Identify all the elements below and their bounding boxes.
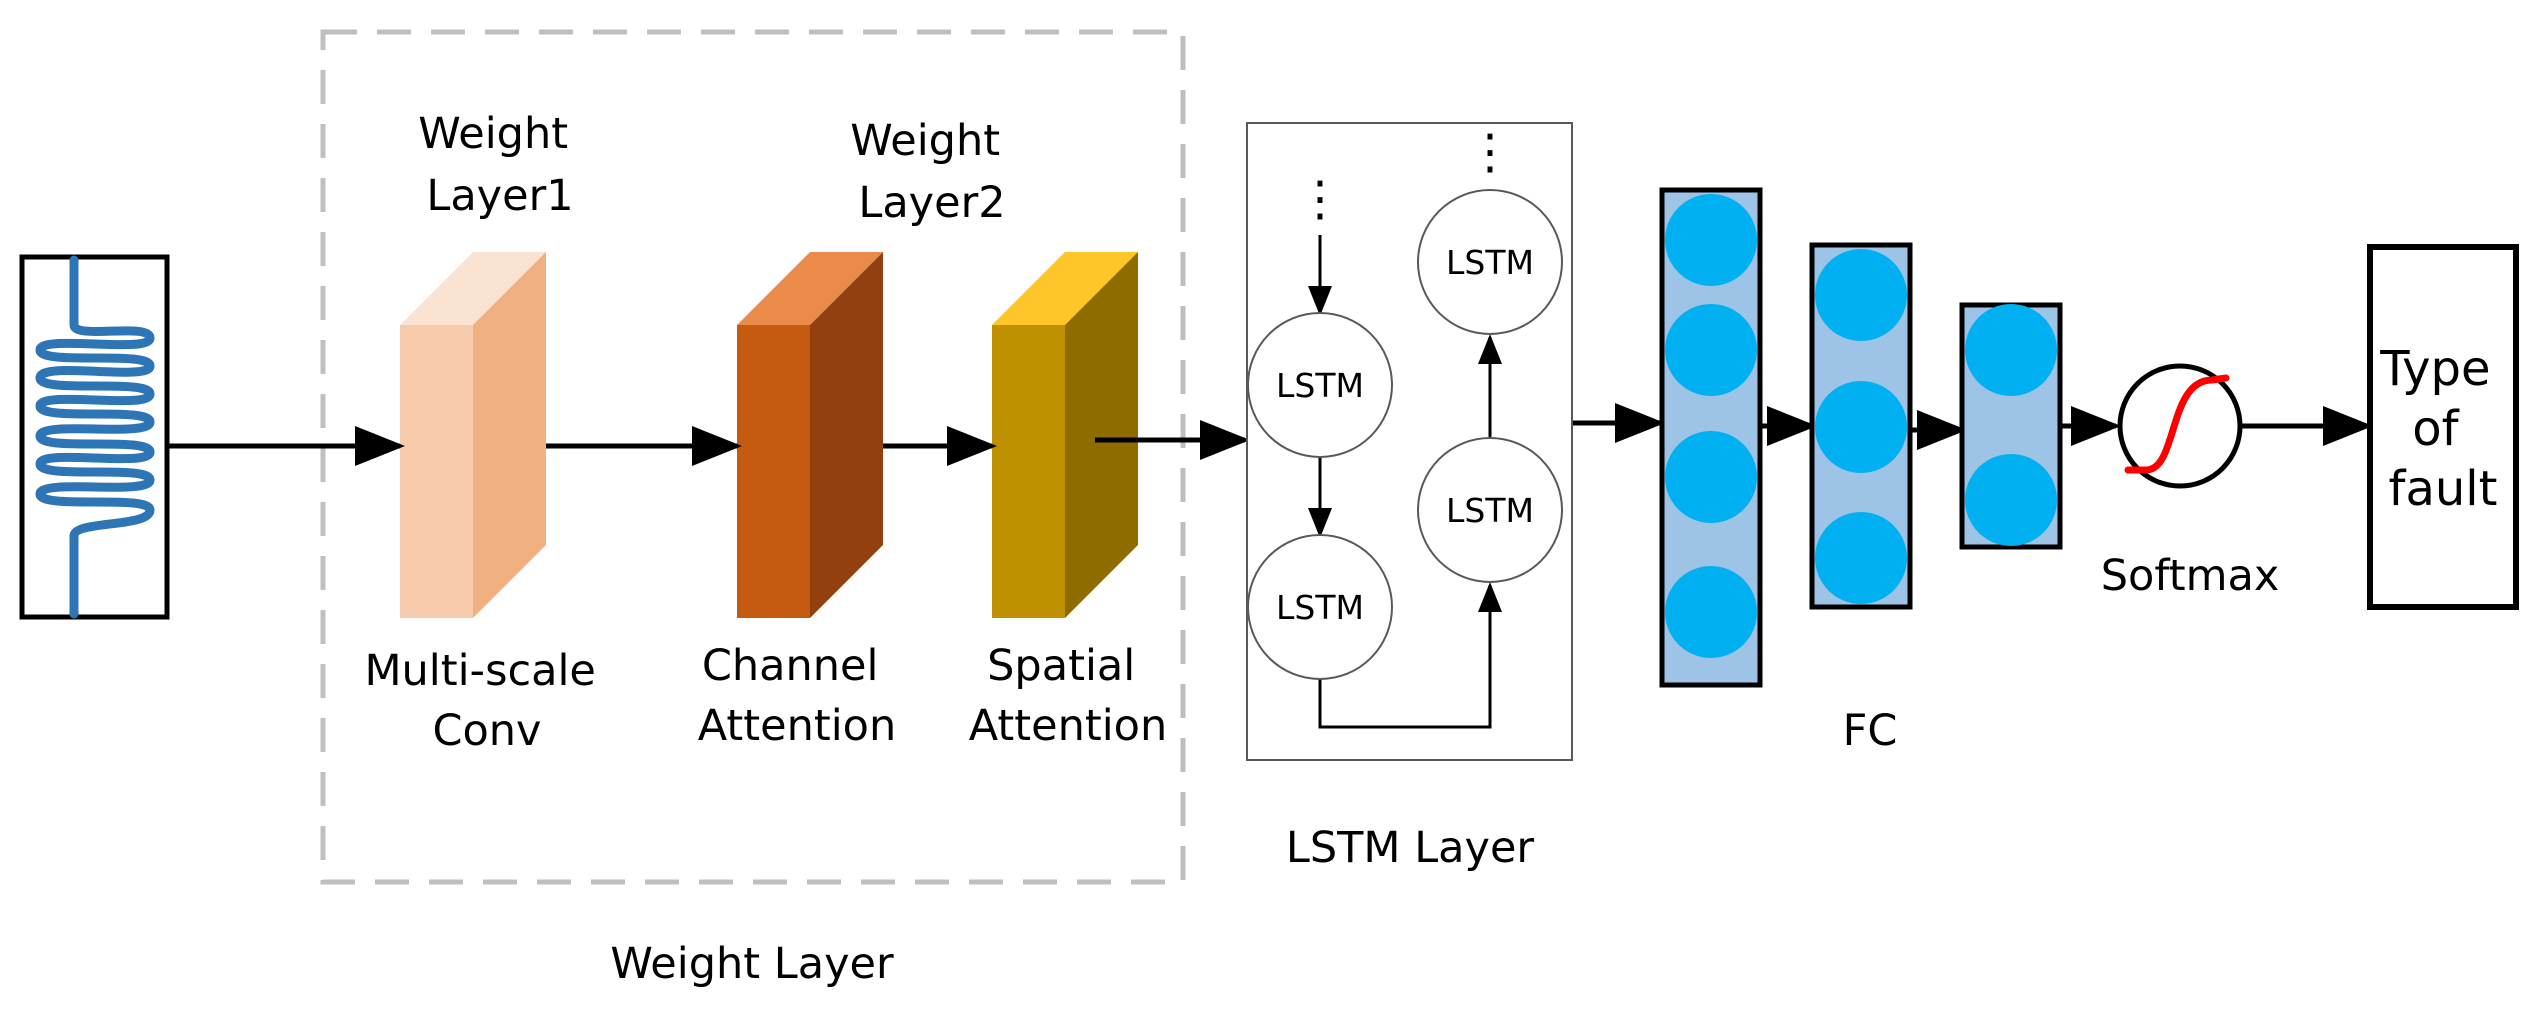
- multiscale-conv-label: Multi-scale Conv: [364, 646, 609, 756]
- conv-block-side: [473, 252, 546, 618]
- fc-layer-3: [1959, 302, 2063, 550]
- weight-layer-title: Weight Layer: [610, 939, 894, 989]
- weight-layer1-label: Weight Layer1: [418, 109, 581, 221]
- fc-neuron: [1665, 304, 1757, 396]
- channel-attention-block: [737, 252, 883, 618]
- lstm-layer-title: LSTM Layer: [1286, 823, 1534, 873]
- lstm-cell-label: LSTM: [1446, 243, 1534, 282]
- spatial-block-top: [992, 252, 1138, 325]
- fc-neuron: [1665, 431, 1757, 523]
- lstm-cell-label: LSTM: [1276, 588, 1364, 627]
- lstm-cell-circle: [1247, 312, 1393, 458]
- fc-label: FC: [1843, 706, 1898, 756]
- lstm-cell-label: LSTM: [1446, 491, 1534, 530]
- fc-neuron: [1815, 512, 1907, 604]
- weight-layer2-label: Weight Layer2: [850, 116, 1013, 228]
- channel-attention-label: Channel Attention: [698, 641, 896, 751]
- flow-arrows: [167, 403, 2373, 466]
- conv-block-top: [400, 252, 546, 325]
- fc-neuron: [1965, 304, 2057, 396]
- conv-block-front: [400, 325, 473, 618]
- fc-neuron: [1965, 454, 2057, 546]
- lstm-ellipsis-right: ⋮: [1466, 124, 1514, 180]
- input-waveform-icon: [35, 255, 155, 619]
- fc-layer-2: [1809, 242, 1913, 610]
- sigmoid-curve-icon: [2124, 374, 2230, 474]
- softmax-circle: [2117, 363, 2243, 489]
- input-signal: [19, 254, 170, 620]
- spatial-attention-label: Spatial Attention: [969, 641, 1167, 751]
- output-box: [2367, 244, 2519, 610]
- lstm-cell: LSTM: [1247, 312, 1393, 458]
- output-group: Type of fault: [2367, 244, 2519, 610]
- channel-block-front: [737, 325, 810, 618]
- input-signal-box: [19, 254, 170, 620]
- channel-block-side: [810, 252, 883, 618]
- multiscale-conv-block: [400, 252, 546, 618]
- lstm-cell: LSTM: [1247, 534, 1393, 680]
- fc-neuron: [1815, 381, 1907, 473]
- fc-group: FC: [1659, 187, 2063, 756]
- fc-neuron: [1665, 194, 1757, 286]
- lstm-cell-circle: [1417, 437, 1563, 583]
- weight-layer-group: Weight Layer1 Weight Layer2 Multi-scale: [320, 29, 1186, 989]
- softmax-label: Softmax: [2101, 551, 2280, 601]
- fc-neuron: [1665, 566, 1757, 658]
- fc-layer-1: [1659, 187, 1763, 688]
- spatial-attention-block: [992, 252, 1138, 618]
- lstm-cell-label: LSTM: [1276, 366, 1364, 405]
- lstm-cell: LSTM: [1417, 189, 1563, 335]
- lstm-arrow-cell2-to-cell3: [1318, 582, 1502, 729]
- lstm-cell-circle: [1247, 534, 1393, 680]
- lstm-cell: LSTM: [1417, 437, 1563, 583]
- fc-neuron: [1815, 249, 1907, 341]
- channel-block-top: [737, 252, 883, 325]
- output-label: Type of fault: [2379, 341, 2506, 517]
- weight-layer-border: [320, 29, 1186, 885]
- lstm-cell-circle: [1417, 189, 1563, 335]
- lstm-ellipsis-left: ⋮: [1296, 171, 1344, 227]
- spatial-block-front: [992, 325, 1065, 618]
- softmax-group: Softmax: [2101, 363, 2280, 601]
- spatial-block-side: [1065, 252, 1138, 618]
- lstm-layer-group: ⋮ ⋮ LSTM LSTM LSTM LSTM LSTM Layer: [1246, 122, 1573, 873]
